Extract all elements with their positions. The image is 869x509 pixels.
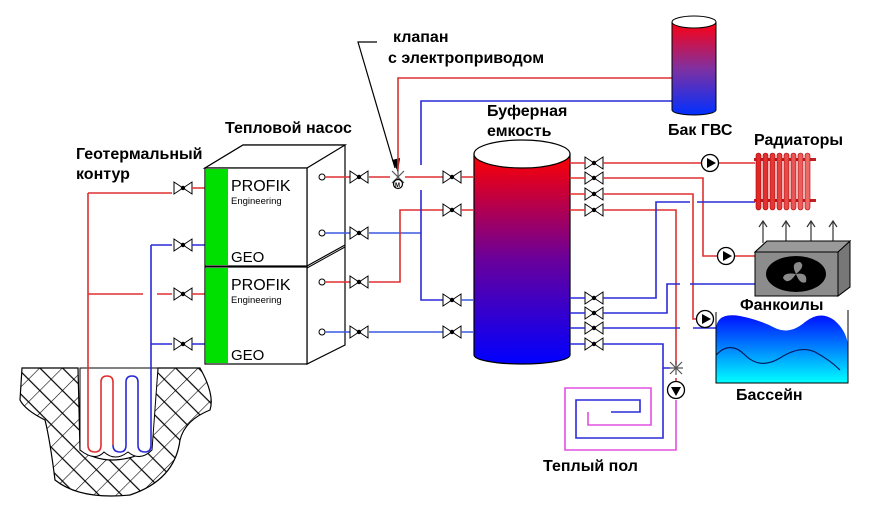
- heat-arrow-icon: [758, 219, 838, 243]
- buffer-tank-label-2: емкость: [487, 123, 552, 140]
- valve-label-1: клапан: [393, 29, 449, 46]
- dhw-return-pipe: [420, 100, 672, 150]
- valve-label-2: с электроприводом: [388, 50, 544, 67]
- ball-valve-icon[interactable]: [584, 203, 604, 217]
- geothermal-loop: [87, 192, 172, 453]
- circulation-pump-icon[interactable]: [700, 153, 720, 173]
- fancoil: [753, 239, 852, 297]
- radiators-label: Радиаторы: [754, 132, 843, 149]
- ball-valve-icon[interactable]: [584, 187, 604, 201]
- ball-valve-icon[interactable]: [584, 291, 604, 305]
- ground-hatch: [19, 367, 212, 497]
- ball-valve-icon[interactable]: [584, 306, 604, 320]
- ball-valve-icon[interactable]: [173, 238, 193, 252]
- circulation-pump-icon[interactable]: [695, 309, 715, 329]
- ball-valve-icon[interactable]: [173, 287, 193, 301]
- dhw-tank-label: Бак ГВС: [668, 122, 733, 139]
- dhw-tank: [671, 15, 717, 116]
- valve-leader-line: [357, 41, 396, 169]
- ball-valve-icon[interactable]: [584, 171, 604, 185]
- ball-valve-icon[interactable]: [349, 226, 369, 240]
- ball-valve-icon[interactable]: [442, 325, 462, 339]
- unit2-brand: PROFIK: [231, 277, 291, 294]
- ball-valve-icon[interactable]: [584, 156, 604, 170]
- unit2-sub: Engineering: [231, 295, 282, 306]
- buffer-tank-label-1: Буферная: [487, 103, 567, 120]
- radiator: [754, 152, 816, 211]
- ball-valve-icon[interactable]: [584, 321, 604, 335]
- unit1-model: GEO: [231, 249, 264, 266]
- pool-label: Бассейн: [736, 387, 803, 404]
- ball-valve-icon[interactable]: [584, 337, 604, 351]
- ball-valve-icon[interactable]: [442, 170, 462, 184]
- swimming-pool: [715, 310, 849, 384]
- unit1-brand: PROFIK: [231, 178, 291, 195]
- circulation-pump-icon[interactable]: [666, 380, 686, 400]
- distribution-pipes: [564, 162, 755, 451]
- fan-icon: [783, 262, 807, 283]
- ball-valve-icon[interactable]: [442, 293, 462, 307]
- heat-pump-outlets: [318, 173, 443, 336]
- heat-pump: [202, 144, 348, 365]
- fancoils-label: Фанкоилы: [740, 297, 823, 314]
- motorized-three-way-valve-icon[interactable]: M: [391, 170, 405, 190]
- geo-circuit-label-2: контур: [76, 166, 130, 183]
- ball-valve-icon[interactable]: [349, 325, 369, 339]
- svg-text:M: M: [395, 183, 400, 189]
- ball-valve-icon[interactable]: [173, 337, 193, 351]
- ball-valve-icon[interactable]: [173, 181, 193, 195]
- heat-pump-label: Тепловой насос: [225, 120, 352, 137]
- geo-circuit-label-1: Геотермальный: [76, 146, 203, 163]
- buffer-tank: [473, 139, 571, 365]
- dhw-supply-pipe: [397, 77, 672, 170]
- ball-valve-icon[interactable]: [349, 275, 369, 289]
- circulation-pump-icon[interactable]: [716, 246, 736, 266]
- floor-heating-label: Теплый пол: [543, 458, 638, 475]
- ball-valve-icon[interactable]: [349, 170, 369, 184]
- unit1-sub: Engineering: [231, 196, 282, 207]
- mixing-valve-icon[interactable]: [669, 361, 683, 375]
- unit2-model: GEO: [231, 347, 264, 364]
- ball-valve-icon[interactable]: [442, 203, 462, 217]
